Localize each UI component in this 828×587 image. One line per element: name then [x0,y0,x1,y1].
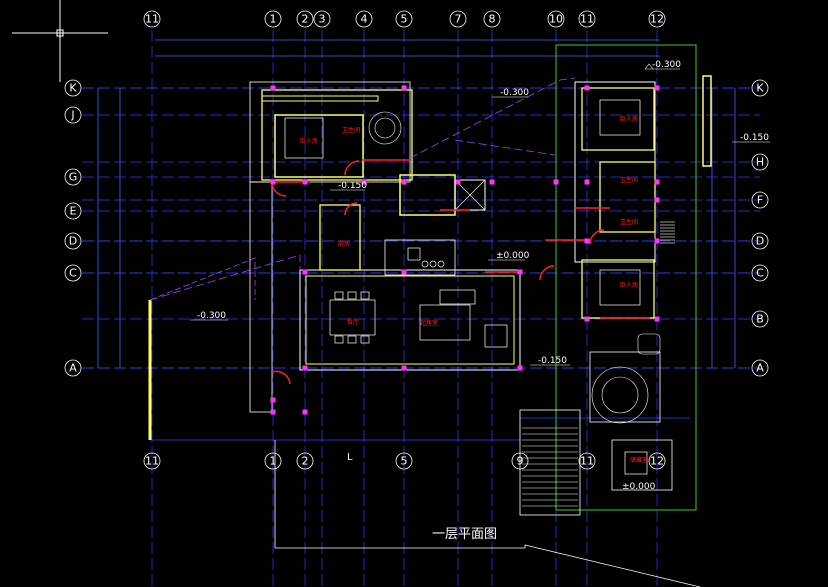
grid-bubble-right: H [751,153,769,171]
elevation-label: ±0.000 [496,251,530,261]
grid-bubble-top: 10 [547,10,565,28]
room-label: 卧人房 [620,281,638,289]
elevation-label: ±0.000 [622,482,656,492]
grid-axis-label: 3 [319,13,326,26]
grid-bubble-left: D [64,232,82,250]
grid-axis-label: 12 [650,13,664,26]
grid-axis-label: 4 [361,13,368,26]
grid-bubble-left: K [64,79,82,97]
grid-bubble-left: J [64,106,82,124]
elevation-label: -0.150 [538,356,567,366]
grid-bubble-right: F [751,191,769,209]
grid-axis-label: K [69,82,77,95]
grid-axis-label: A [69,362,77,375]
grid-bubble-left: C [64,264,82,282]
tree-symbols [368,111,661,424]
grid-bubble-bottom: 5 [395,452,413,470]
grid-axis-label: 1 [270,13,277,26]
grid-bubble-top: 11 [578,10,596,28]
room-label: 起居室 [420,319,438,327]
grid-axis-label: D [69,235,77,248]
entrance-steps [522,221,675,507]
room-label: 卫生间 [342,126,360,134]
grid-bubble-right: C [751,264,769,282]
grid-bubble-bottom: 2 [296,452,314,470]
room-label: 厨房 [338,240,350,248]
room-label: 卫生间 [620,218,638,226]
grid-axis-label: 5 [401,13,408,26]
grid-axis-label: 12 [650,455,664,468]
roof-lines [149,77,576,301]
room-labels: 卧人房 卫生间 厨房 餐厅 起居室 卧人房 卫生间 卫生间 卧人房 储藏室 [300,115,648,464]
columns [270,85,660,415]
grid-axis-label: 2 [302,13,309,26]
grid-axis-label: 11 [145,455,159,468]
grid-bubble-left: E [64,202,82,220]
grid-bubble-left: A [64,359,82,377]
building-walls [249,75,712,516]
grid-axis-label: K [756,82,764,95]
grid-bubble-left: G [64,168,82,186]
grid-bubble-top: 4 [355,10,373,28]
grid-axis-label: 2 [302,455,309,468]
grid-axis-label: 11 [580,455,594,468]
grid-axis-label: B [756,313,764,326]
grid-bubble-bottom: 9 [511,452,529,470]
grid-bubble-right: K [751,79,769,97]
room-label: 卧人房 [620,115,638,123]
grid-bubble-bottom: 11 [578,452,596,470]
crosshair-cursor [12,0,108,82]
grid-bubble-right: D [751,232,769,250]
grid-axis-label: 9 [517,455,524,468]
grid-bubble-right: A [751,359,769,377]
grid-axis-label: J [70,109,74,122]
grid-bubble-bottom: 1 [264,452,282,470]
grid-marker: L [347,452,353,463]
grid-bubble-right: B [751,310,769,328]
elevation-markers: -0.300 -0.300 -0.150 ±0.000 -0.300 -0.15… [190,60,770,492]
grid-axis-label: G [69,171,78,184]
grid-axis-label: E [70,205,77,218]
grid-bubble-top: 3 [313,10,331,28]
grid-bubble-top: 2 [296,10,314,28]
grid-axis-label: 7 [455,13,462,26]
room-label: 卧人房 [300,137,318,145]
grid-bubble-bottom: 11 [143,452,161,470]
grid-axis-label: C [69,267,77,280]
drawing-title: 一层平面图 [432,527,497,542]
grid-axis-label: 11 [580,13,594,26]
grid-axis-label: H [756,156,764,169]
grid-bubble-top: 1 [264,10,282,28]
elevation-label: -0.300 [197,311,226,321]
room-label: 卫生间 [620,176,638,184]
elevation-label: -0.300 [500,88,529,98]
grid-bubble-top: 5 [395,10,413,28]
grid-axis-label: 11 [145,13,159,26]
furniture [284,99,648,475]
grid-axis-label: C [756,267,764,280]
grid-axis-label: 10 [549,13,563,26]
grid-axis-label: A [756,362,764,375]
grid-axis-label: 1 [270,455,277,468]
elevation-label: -0.150 [338,181,367,191]
grid-bubble-top: 7 [449,10,467,28]
grid-lines [82,30,760,587]
grid-axis-label: D [756,235,764,248]
grid-axis-label: 5 [401,455,408,468]
grid-bubble-top: 8 [483,10,501,28]
dimension-lines [97,39,736,368]
elevation-label: -0.150 [740,133,769,143]
room-label: 储藏室 [630,456,648,464]
site-boundary [148,44,701,587]
red-wall-segments [270,159,650,385]
room-label: 餐厅 [347,318,359,326]
grid-bubble-bottom: 12 [648,452,666,470]
grid-bubble-top: 11 [143,10,161,28]
grid-axis-label: 8 [489,13,496,26]
elevation-label: -0.300 [652,60,681,70]
grid-axis-label: F [757,194,763,207]
grid-bubble-top: 12 [648,10,666,28]
